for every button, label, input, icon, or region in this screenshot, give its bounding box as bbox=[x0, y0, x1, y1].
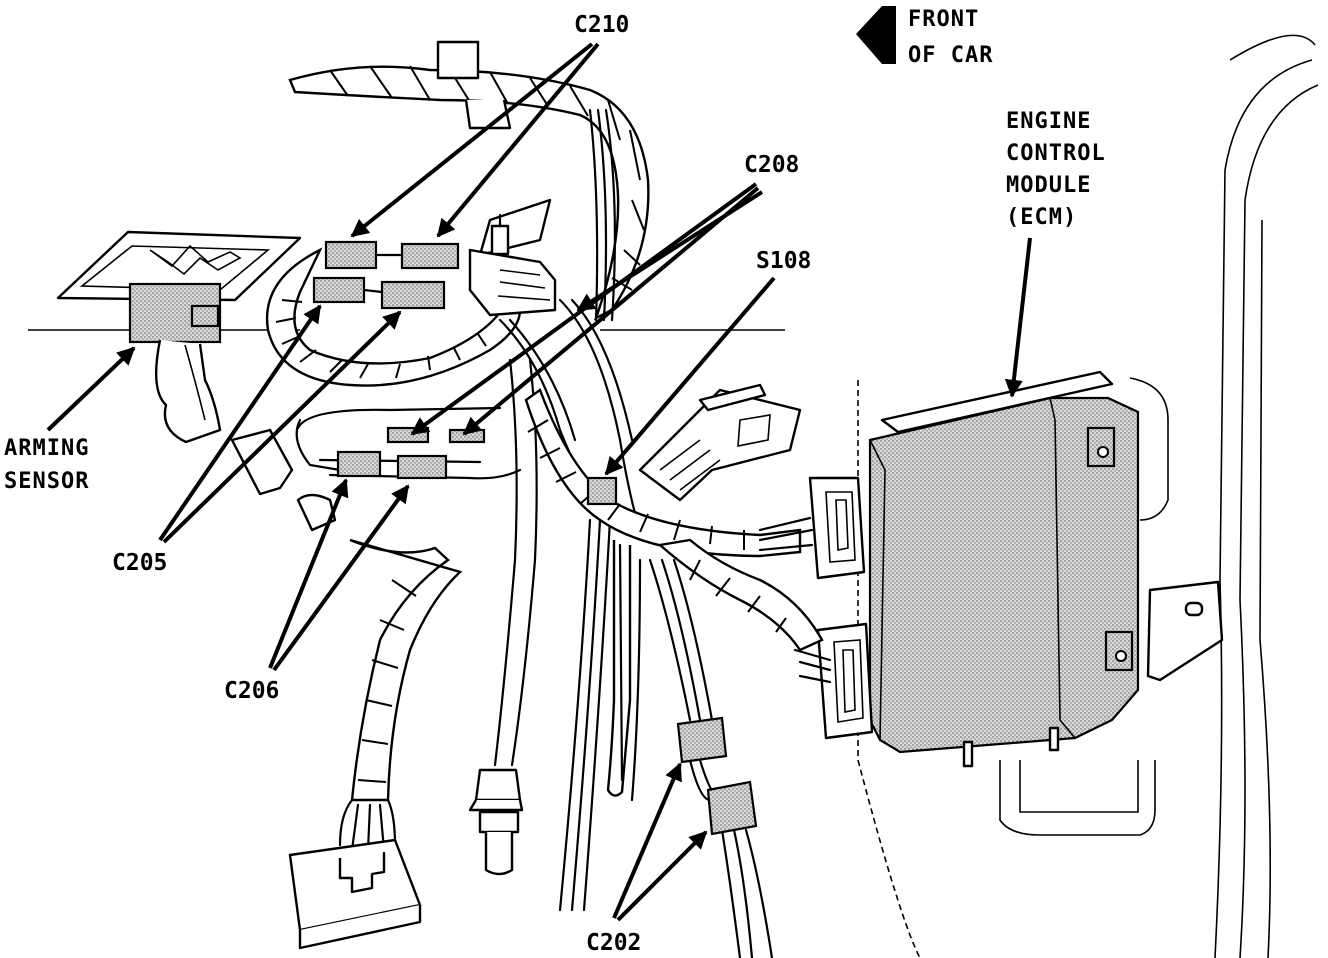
front-label-line1: FRONT bbox=[908, 7, 979, 32]
ecm-bracket bbox=[880, 370, 1224, 682]
labels: C210 C208 S108 C205 C206 C202 ARMING SEN… bbox=[4, 12, 1106, 956]
body-panel bbox=[857, 34, 1319, 958]
label-arming-line1: ARMING bbox=[4, 436, 89, 461]
center-bundle bbox=[468, 108, 642, 532]
label-c208: C208 bbox=[744, 152, 799, 178]
lower-left-harness bbox=[288, 358, 632, 950]
connectors bbox=[230, 240, 758, 836]
callout-arrows bbox=[46, 42, 1032, 922]
front-arrow-icon bbox=[856, 6, 896, 64]
arming-sensor-assembly bbox=[56, 230, 302, 444]
label-ecm-line2: CONTROL bbox=[1006, 141, 1106, 166]
ecm-harness bbox=[524, 383, 832, 958]
label-c205: C205 bbox=[112, 550, 167, 576]
label-ecm-line4: (ECM) bbox=[1006, 205, 1077, 230]
label-arming-line2: SENSOR bbox=[4, 469, 89, 494]
label-c202: C202 bbox=[586, 930, 641, 956]
front-of-car-indicator: FRONT OF CAR bbox=[856, 6, 993, 68]
front-label-line2: OF CAR bbox=[908, 43, 993, 68]
label-c210: C210 bbox=[574, 12, 629, 38]
label-s108: S108 bbox=[756, 248, 811, 274]
label-c206: C206 bbox=[224, 678, 279, 704]
label-ecm-line1: ENGINE bbox=[1006, 109, 1091, 134]
label-ecm-line3: MODULE bbox=[1006, 173, 1091, 198]
engine-control-module bbox=[808, 396, 1140, 768]
